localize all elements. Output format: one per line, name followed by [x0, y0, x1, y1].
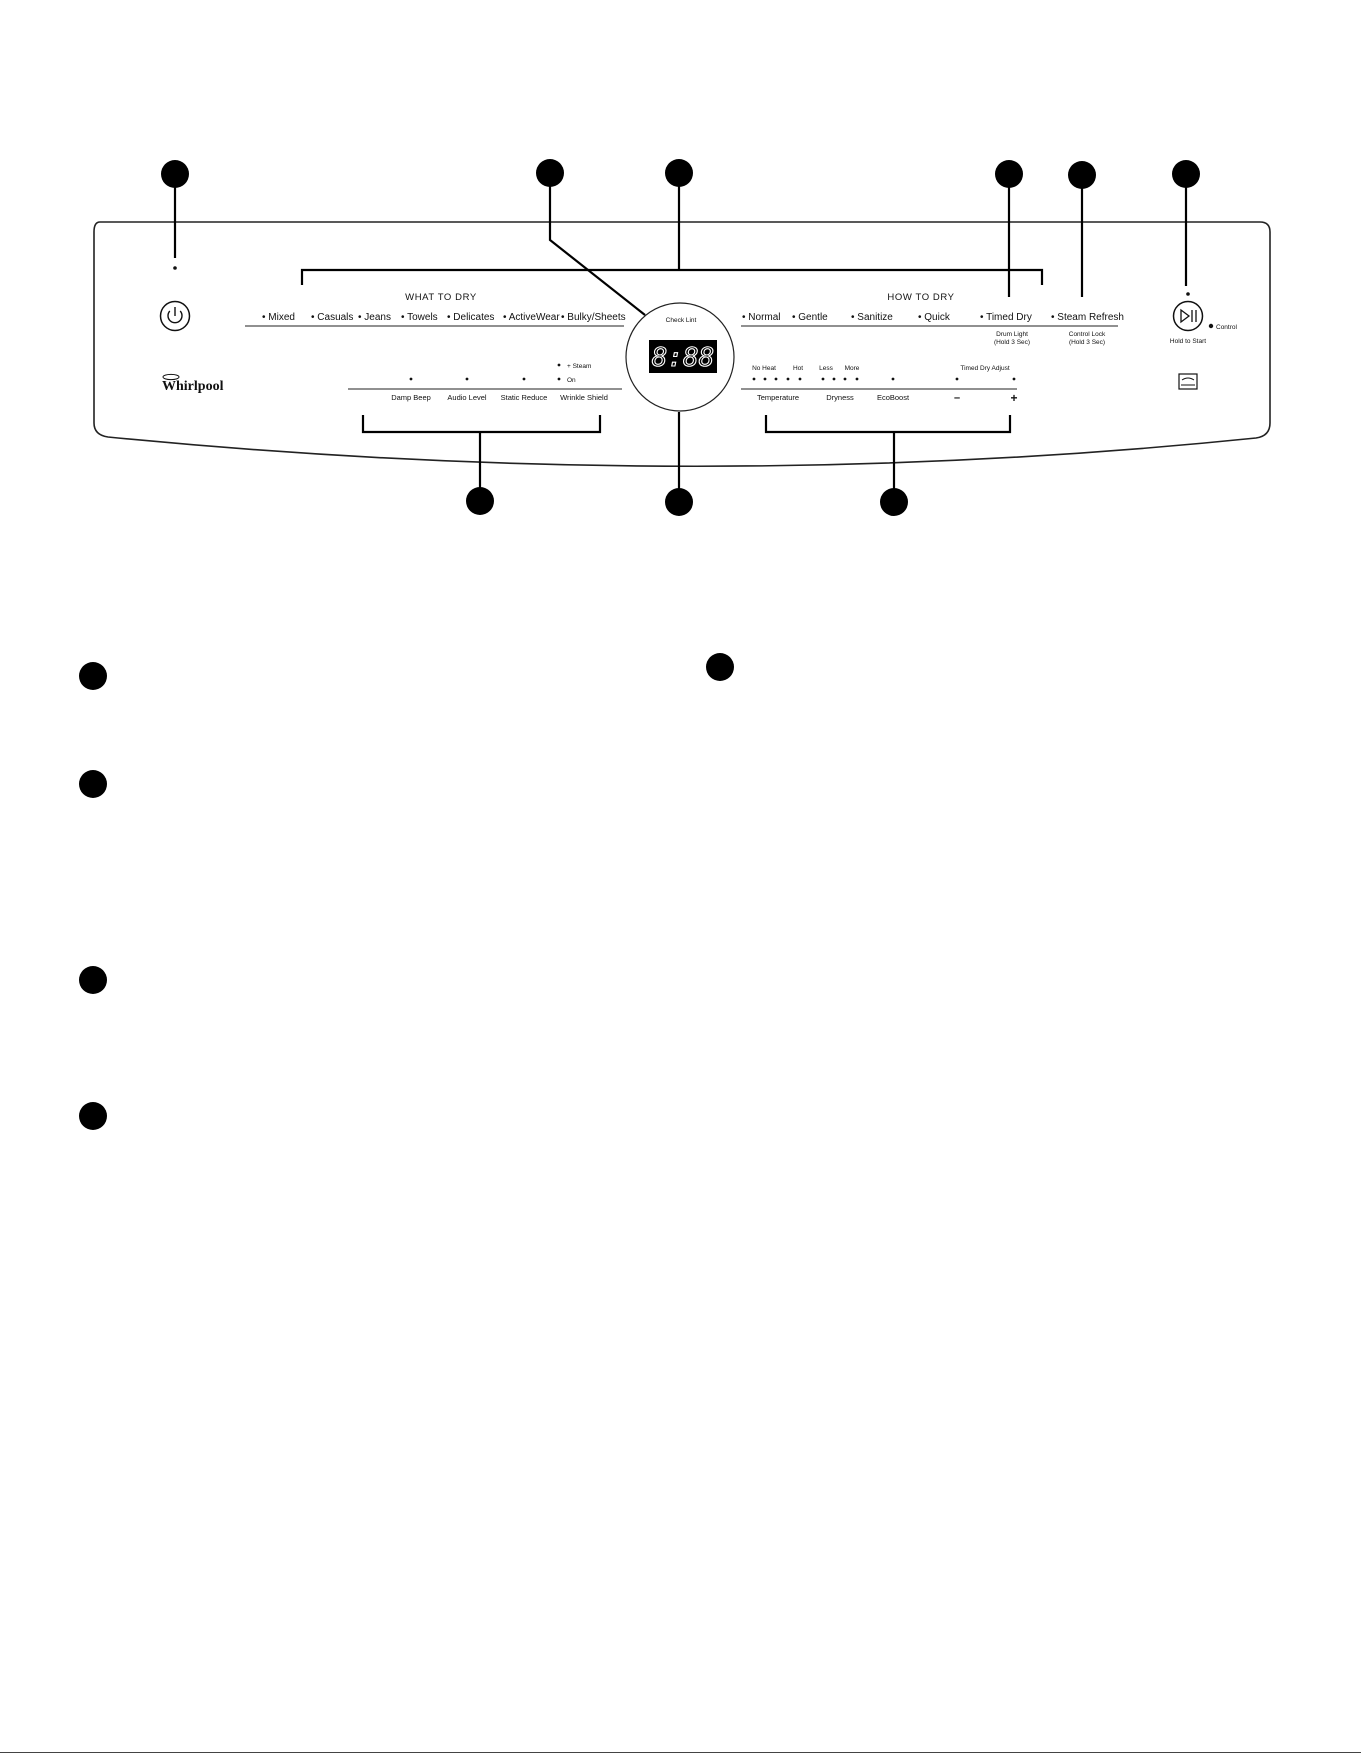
dryness-high-label: More	[845, 365, 860, 372]
what-to-dry-cycle-casuals[interactable]: • Casuals	[311, 312, 353, 323]
legend-marker-3	[79, 966, 107, 994]
drum-light-label: Drum Light	[996, 331, 1028, 338]
digit-display	[649, 340, 717, 373]
static-reduce-button[interactable]: Static Reduce	[501, 393, 548, 402]
what-to-dry-cycle-jeans[interactable]: • Jeans	[358, 312, 391, 323]
how-to-dry-cycles: • Normal • Gentle • Sanitize • Quick • Timed…	[742, 312, 1124, 323]
wrinkle-steam-label: + Steam	[567, 363, 591, 370]
how-to-dry-cycle-gentle[interactable]: • Gentle	[792, 312, 828, 323]
legend-marker-5	[706, 653, 734, 681]
start-pause-button[interactable]	[1172, 292, 1204, 332]
power-button[interactable]	[159, 266, 191, 332]
wrinkle-shield-button[interactable]: Wrinkle Shield	[560, 393, 608, 402]
legend-marker-4	[79, 1102, 107, 1130]
energy-star-icon	[1178, 373, 1198, 390]
status-display: Check Lint 8:88	[625, 302, 735, 412]
level-indicators	[752, 377, 1016, 381]
control-lock-label: Control Lock	[1069, 331, 1106, 338]
damp-beep-button[interactable]: Damp Beep	[391, 393, 431, 402]
dryness-low-label: Less	[819, 365, 833, 372]
whirlpool-logo: Whirlpool	[162, 373, 224, 394]
lock-icon	[1208, 323, 1214, 329]
what-to-dry-cycle-activewear[interactable]: • ActiveWear	[503, 312, 560, 323]
what-to-dry-heading: WHAT TO DRY	[405, 292, 477, 303]
start-pause-icon	[1180, 308, 1197, 324]
legend-marker-2	[79, 770, 107, 798]
hold-to-start-label: Hold to Start	[1170, 338, 1206, 345]
how-to-dry-heading: HOW TO DRY	[887, 292, 954, 303]
leader-lines	[173, 173, 1188, 502]
control-label: Control	[1216, 324, 1238, 331]
how-to-dry-cycle-quick[interactable]: • Quick	[918, 312, 951, 323]
temperature-button[interactable]: Temperature	[757, 393, 799, 402]
panel-outline	[93, 221, 1271, 468]
what-to-dry-cycles: • Mixed • Casuals • Jeans • Towels • Delicat…	[262, 312, 626, 323]
digit-readout: 8:88	[652, 343, 715, 373]
page-bottom-rule	[0, 1752, 1361, 1753]
timed-dry-plus-button[interactable]: +	[1010, 391, 1017, 405]
svg-text:Whirlpool: Whirlpool	[162, 379, 224, 394]
timed-dry-minus-button[interactable]: –	[954, 392, 960, 404]
what-to-dry-cycle-mixed[interactable]: • Mixed	[262, 312, 295, 323]
options-right: No Heat Hot Less More Timed Dry Adjust T…	[741, 365, 1018, 405]
control-panel-diagram: Whirlpool WHAT TO DRY • Mixed• Casuals• …	[93, 159, 1271, 516]
options-left: + Steam On Damp Beep Audio Level Static …	[348, 363, 622, 402]
check-lint-label: Check Lint	[666, 317, 697, 324]
ecoboost-button[interactable]: EcoBoost	[877, 393, 910, 402]
audio-level-button[interactable]: Audio Level	[447, 393, 487, 402]
dryness-button[interactable]: Dryness	[826, 393, 854, 402]
wrinkle-on-label: On	[567, 377, 576, 384]
how-to-dry-cycle-sanitize[interactable]: • Sanitize	[851, 312, 893, 323]
what-to-dry-cycle-delicates[interactable]: • Delicates	[447, 312, 494, 323]
temp-high-label: Hot	[793, 365, 803, 372]
power-icon	[167, 307, 183, 324]
how-to-dry-cycle-normal[interactable]: • Normal	[742, 312, 781, 323]
timed-dry-adjust-label: Timed Dry Adjust	[960, 365, 1009, 372]
legend-marker-1	[79, 662, 107, 690]
what-to-dry-cycle-towels[interactable]: • Towels	[401, 312, 438, 323]
what-to-dry-cycle-bulky-sheets[interactable]: • Bulky/Sheets	[561, 312, 626, 323]
temp-low-label: No Heat	[752, 365, 776, 372]
drum-light-hold-label: (Hold 3 Sec)	[994, 339, 1030, 346]
how-to-dry-cycle-timed-dry[interactable]: • Timed Dry	[980, 312, 1032, 323]
control-lock-hold-label: (Hold 3 Sec)	[1069, 339, 1105, 346]
how-to-dry-cycle-steam-refresh[interactable]: • Steam Refresh	[1051, 312, 1124, 323]
